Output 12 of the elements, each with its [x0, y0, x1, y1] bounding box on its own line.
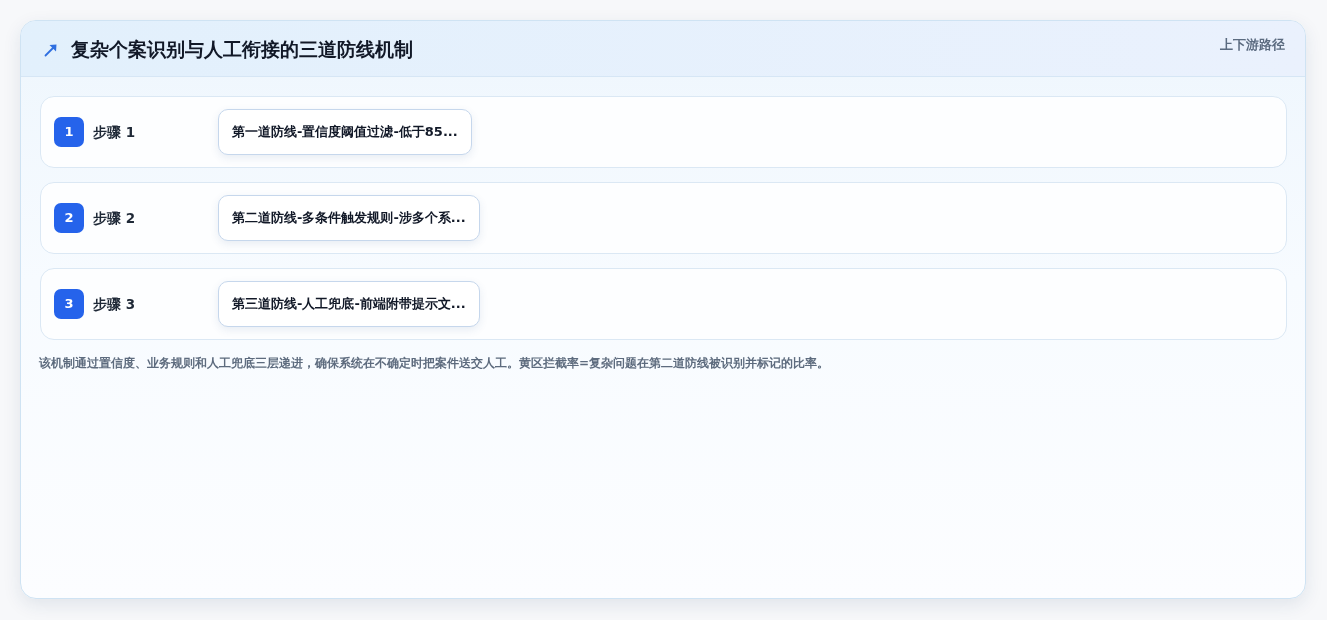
title: 复杂个案识别与人工衔接的三道防线机制: [71, 37, 413, 61]
step-number-badge: 3: [54, 289, 84, 319]
step-row: [40, 182, 1287, 254]
step-number-badge: 2: [54, 203, 84, 233]
caption: 该机制通过置信度、业务规则和人工兜底三层递进，确保系统在不确定时把案件送交人工。黄区拦截率=复杂问题在第二道防线被识别并标记的比率。: [39, 355, 830, 371]
step-label: 步骤 3: [93, 295, 136, 313]
step-label: 步骤 1: [93, 123, 136, 141]
header-label: 上下游路径: [1220, 37, 1285, 53]
step-label: 步骤 2: [93, 209, 136, 227]
step-row: [40, 268, 1287, 340]
step-number-badge: 1: [54, 117, 84, 147]
step-row: [40, 96, 1287, 168]
